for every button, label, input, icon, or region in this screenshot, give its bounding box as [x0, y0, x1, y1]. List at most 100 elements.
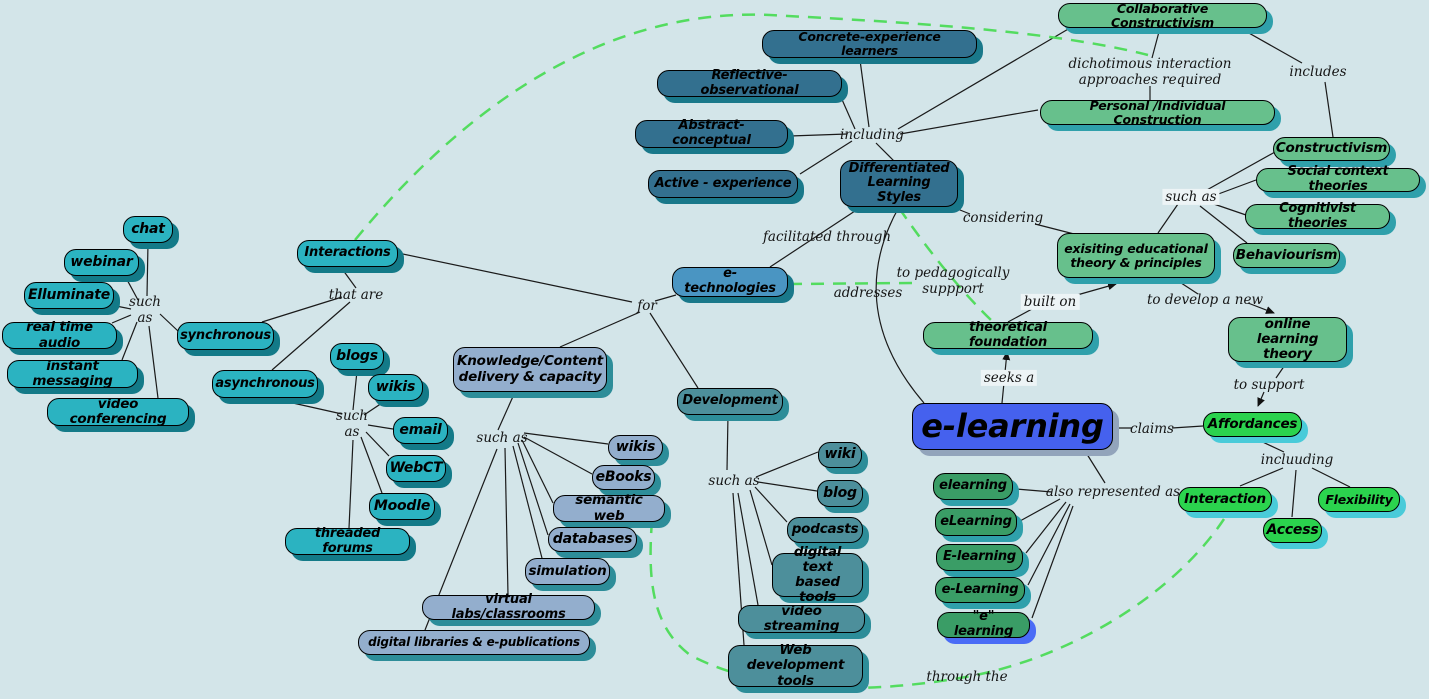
- edge-line: [121, 321, 138, 361]
- node-development[interactable]: Development: [677, 388, 783, 415]
- edge-line: [1157, 203, 1179, 234]
- node-reflective-observational[interactable]: Reflective-observational: [657, 68, 842, 97]
- node-elluminate[interactable]: Elluminate: [24, 282, 114, 309]
- link-label-that-are[interactable]: that are: [328, 286, 384, 303]
- node-simulation[interactable]: simulation: [525, 558, 610, 585]
- node-tf[interactable]: theoretical foundation: [923, 320, 1093, 349]
- edge-line: [1257, 391, 1265, 407]
- edge-line: [523, 432, 609, 445]
- node-wiki[interactable]: wiki: [818, 442, 862, 468]
- edge-line: [148, 325, 159, 399]
- link-label-addresses[interactable]: addresses: [833, 284, 903, 301]
- node-cc[interactable]: Collaborative Constructivism: [1058, 1, 1267, 29]
- link-label-such-as-1[interactable]: such as: [129, 293, 161, 326]
- link-label-to-pedagogically[interactable]: to pedagogically suppport: [896, 264, 1010, 297]
- node-pic[interactable]: Personal /Individual Construction: [1040, 98, 1275, 126]
- node-variant-2[interactable]: eLearning: [935, 508, 1017, 536]
- node-active-experience[interactable]: Active - experience: [648, 170, 798, 198]
- edge-line: [512, 445, 544, 563]
- node-webct[interactable]: WebCT: [386, 455, 446, 482]
- node-behaviourism[interactable]: Behaviourism: [1233, 243, 1340, 268]
- node-affordances[interactable]: Affordances: [1203, 412, 1302, 437]
- link-label-seeks-a[interactable]: seeks a: [980, 369, 1038, 387]
- node-asynchronous[interactable]: asynchronous: [212, 370, 318, 398]
- edge-line: [261, 296, 343, 323]
- node-ebooks[interactable]: eBooks: [592, 465, 655, 490]
- node-email[interactable]: email: [393, 417, 448, 444]
- link-label-facilitated-through[interactable]: facilitated through: [762, 228, 892, 245]
- edge-line: [397, 252, 633, 303]
- edge-line: [899, 109, 1039, 135]
- link-label-to-develop-a-new[interactable]: to develop a new: [1146, 291, 1264, 308]
- node-digital-libraries[interactable]: digital libraries & e-publications: [358, 630, 590, 655]
- node-podcasts[interactable]: podcasts: [787, 517, 863, 543]
- node-webdev[interactable]: Web development tools: [728, 643, 863, 688]
- link-label-incluuding[interactable]: incluuding: [1260, 451, 1334, 468]
- node-constructivism[interactable]: Constructivism: [1273, 137, 1390, 161]
- edge-line: [1275, 361, 1288, 379]
- edge-line: [367, 424, 394, 430]
- node-variant-4[interactable]: e-Learning: [935, 577, 1025, 603]
- node-kcdc[interactable]: Knowledge/Content delivery & capacity: [453, 347, 607, 392]
- link-label-such-as-5[interactable]: such as: [1162, 188, 1220, 206]
- node-etech[interactable]: e-technologies: [672, 267, 788, 297]
- node-eetp[interactable]: exisiting educational theory & principle…: [1057, 233, 1215, 278]
- node-flexibility[interactable]: Flexibility: [1318, 487, 1400, 512]
- link-label-includes[interactable]: includes: [1289, 63, 1347, 80]
- etech-horizontal: [788, 281, 913, 286]
- node-variant-1[interactable]: elearning: [933, 473, 1013, 500]
- node-instant-messaging[interactable]: instant messaging: [7, 358, 138, 389]
- node-access[interactable]: Access: [1263, 518, 1322, 543]
- link-label-also-represented-as[interactable]: also represented as: [1045, 483, 1181, 500]
- node-abstract-conceptual[interactable]: Abstract-conceptual: [635, 119, 788, 148]
- edge-line: [654, 294, 677, 302]
- node-threaded-forums[interactable]: threaded forums: [285, 526, 410, 555]
- node-blog[interactable]: blog: [817, 480, 863, 507]
- node-elearning-main[interactable]: e-learning: [912, 403, 1113, 450]
- node-synchronous[interactable]: synchronous: [177, 322, 274, 350]
- node-chat[interactable]: chat: [123, 216, 173, 243]
- node-variant-3[interactable]: E-learning: [936, 544, 1023, 571]
- node-wikis-b[interactable]: wikis: [608, 435, 663, 460]
- edge-line: [517, 442, 549, 536]
- node-video-streaming[interactable]: video streaming: [738, 603, 865, 634]
- link-label-to-support[interactable]: to support: [1233, 376, 1305, 393]
- link-label-including[interactable]: including: [840, 126, 904, 143]
- link-label-such-as-3[interactable]: such as: [476, 429, 528, 446]
- edge-line: [115, 305, 132, 310]
- edge-line: [1239, 27, 1303, 64]
- link-label-dichotimous[interactable]: dichotimous interaction approaches requi…: [1068, 55, 1232, 88]
- edge-line: [649, 312, 699, 389]
- edge-line: [799, 140, 853, 175]
- edge-line: [1199, 205, 1248, 244]
- link-label-for[interactable]: for: [637, 297, 657, 314]
- node-concrete-experience[interactable]: Concrete-experience learners: [762, 30, 977, 58]
- node-real-time-audio[interactable]: real time audio: [2, 320, 117, 350]
- link-label-through-the[interactable]: through the: [926, 668, 1008, 685]
- edge-line: [769, 208, 859, 268]
- edge-line: [1239, 467, 1284, 487]
- link-label-such-as-4[interactable]: such as: [708, 472, 760, 489]
- edge-line: [789, 133, 848, 137]
- node-interactions[interactable]: Interactions: [297, 240, 398, 267]
- node-variant-5[interactable]: "e" learning: [937, 610, 1030, 639]
- link-label-claims[interactable]: claims: [1130, 420, 1174, 437]
- edge-line: [1204, 151, 1276, 192]
- link-label-considering[interactable]: considering: [962, 209, 1044, 226]
- link-label-built-on[interactable]: built on: [1020, 293, 1080, 311]
- node-semantic-web[interactable]: semantic web: [553, 493, 665, 523]
- node-dls[interactable]: Differentiated Learning Styles: [840, 160, 958, 207]
- node-webinar[interactable]: webinar: [64, 249, 139, 276]
- node-databases[interactable]: databases: [548, 527, 637, 552]
- node-moodle[interactable]: Moodle: [369, 493, 435, 520]
- link-label-such-as-2[interactable]: such as: [336, 407, 368, 440]
- node-video-conferencing[interactable]: video conferencing: [47, 396, 189, 427]
- node-sct[interactable]: Social context theories: [1256, 165, 1420, 194]
- node-wikis-a[interactable]: wikis: [368, 374, 423, 401]
- node-olt[interactable]: online learning theory: [1228, 316, 1347, 362]
- node-blogs[interactable]: blogs: [330, 343, 384, 370]
- node-digital-text[interactable]: digital text based tools: [772, 544, 863, 605]
- node-virtual-labs[interactable]: virtual labs/classrooms: [422, 592, 595, 621]
- node-interaction[interactable]: Interaction: [1178, 487, 1272, 512]
- node-cogt[interactable]: Cognitivist theories: [1245, 201, 1390, 230]
